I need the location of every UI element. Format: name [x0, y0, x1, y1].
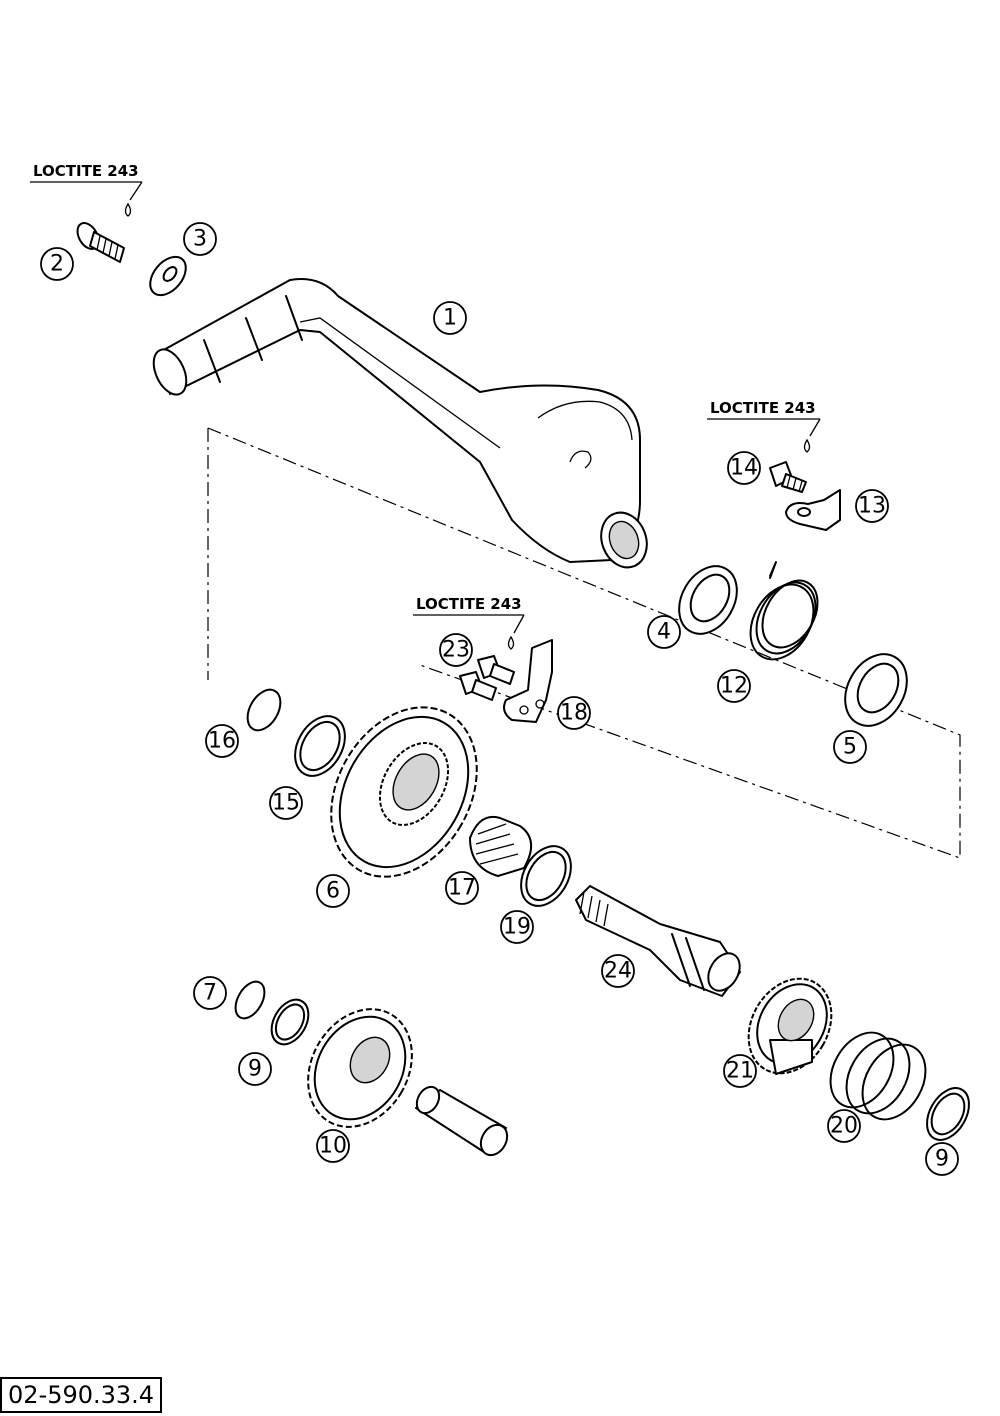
part-washer-9-left [270, 998, 310, 1046]
part-ratchet-gear-21 [747, 977, 833, 1075]
loctite-label: LOCTITE 243 [416, 595, 522, 613]
callout-4: 4 [647, 615, 681, 649]
callout-label: 3 [193, 227, 207, 252]
loctite-drop-icon [507, 635, 515, 650]
callout-13: 13 [855, 489, 889, 523]
callout-group: 1 2 3 4 5 6 7 9 9 10 12 13 14 15 16 17 1… [40, 222, 959, 1176]
loctite-note-right: LOCTITE 243 [707, 399, 821, 453]
callout-label: 14 [730, 456, 758, 481]
part-washer-19 [520, 845, 572, 907]
callout-17: 17 [445, 871, 479, 905]
loctite-label: LOCTITE 243 [710, 399, 816, 417]
callout-label: 17 [448, 876, 476, 901]
callout-label: 5 [843, 735, 857, 760]
part-screw-2 [76, 222, 125, 263]
part-kickstart-lever-1 [152, 278, 648, 569]
callout-23: 23 [439, 633, 473, 667]
drawing-code: 02-590.33.4 [0, 1377, 163, 1413]
callout-16: 16 [205, 724, 239, 758]
callout-9-left: 9 [238, 1052, 272, 1086]
part-washer-4 [678, 565, 738, 635]
callout-14: 14 [727, 451, 761, 485]
callout-21: 21 [723, 1054, 757, 1088]
callout-label: 4 [657, 620, 671, 645]
callout-label: 20 [830, 1114, 858, 1139]
callout-label: 15 [272, 791, 300, 816]
callout-label: 2 [50, 252, 64, 277]
callout-2: 2 [40, 247, 74, 281]
part-circlip-7 [234, 980, 266, 1020]
part-washer-3 [149, 255, 187, 297]
part-bolts-23 [459, 655, 515, 701]
callout-19: 19 [500, 910, 534, 944]
loctite-note-top: LOCTITE 243 [30, 162, 143, 217]
loctite-drop-icon [124, 202, 132, 217]
part-washer-15 [294, 715, 346, 777]
callout-label: 12 [720, 674, 748, 699]
part-needle-bearing-17 [469, 816, 532, 877]
callout-label: 23 [442, 638, 470, 663]
loctite-note-middle: LOCTITE 243 [413, 595, 525, 650]
part-gear-6 [330, 706, 478, 878]
part-idler-pin [415, 1085, 509, 1157]
callout-label: 21 [726, 1059, 754, 1084]
callout-12: 12 [717, 669, 751, 703]
callout-24: 24 [601, 954, 635, 988]
part-circlip-16 [246, 688, 282, 732]
callout-5: 5 [833, 730, 867, 764]
callout-20: 20 [827, 1109, 861, 1143]
part-spring-12 [749, 561, 819, 661]
part-bracket-13 [785, 489, 841, 531]
callout-label: 18 [560, 701, 588, 726]
callout-18: 18 [557, 696, 591, 730]
part-spring-20 [829, 1031, 927, 1121]
callout-label: 9 [248, 1057, 262, 1082]
callout-10: 10 [316, 1129, 350, 1163]
callout-label: 7 [203, 981, 217, 1006]
callout-7: 7 [193, 976, 227, 1010]
callout-label: 24 [604, 959, 632, 984]
callout-label: 9 [935, 1147, 949, 1172]
callout-label: 13 [858, 494, 886, 519]
callout-label: 10 [319, 1134, 347, 1159]
callout-label: 16 [208, 729, 236, 754]
callout-6: 6 [316, 874, 350, 908]
callout-3: 3 [183, 222, 217, 256]
callout-9-right: 9 [925, 1142, 959, 1176]
part-washer-9-right [926, 1087, 970, 1141]
part-pawl-18 [503, 639, 553, 723]
callout-label: 1 [443, 306, 457, 331]
callout-1: 1 [433, 301, 467, 335]
callout-15: 15 [269, 786, 303, 820]
loctite-drop-icon [803, 438, 811, 453]
callout-label: 19 [503, 915, 531, 940]
callout-label: 6 [326, 879, 340, 904]
loctite-label: LOCTITE 243 [33, 162, 139, 180]
part-bolt-14 [769, 461, 807, 493]
assembly-guide-lines [207, 427, 961, 859]
part-shaft-24 [575, 885, 741, 997]
part-washer-5 [844, 653, 908, 727]
part-gear-10 [307, 1008, 413, 1128]
